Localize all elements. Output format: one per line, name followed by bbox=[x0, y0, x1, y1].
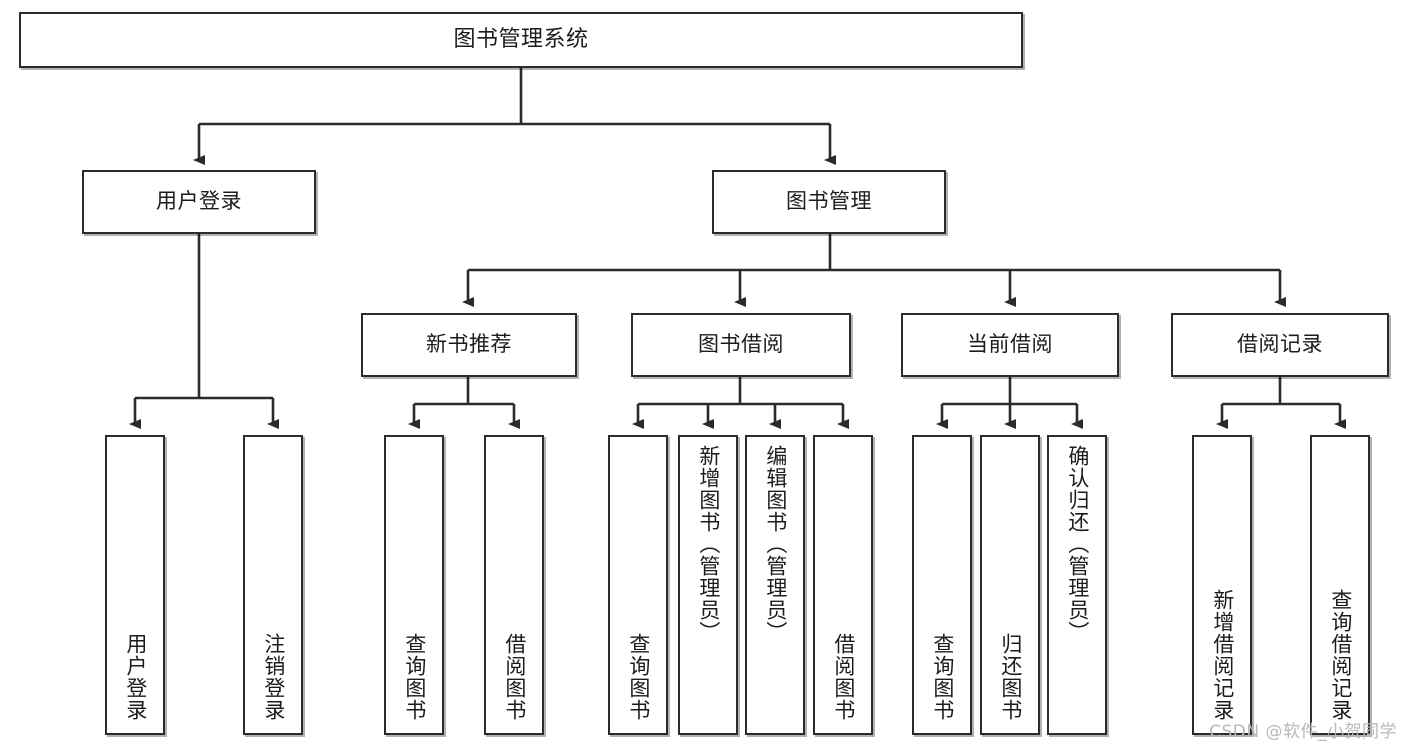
leaf-user-login-label: 用户登录 bbox=[123, 633, 148, 721]
node-user-login-label: 用户登录 bbox=[156, 189, 242, 214]
leaf-bb-add-book-label: 新增图书（管理员） bbox=[696, 445, 721, 643]
leaf-cb-query-book-label: 查询图书 bbox=[930, 633, 955, 721]
leaf-nb-borrow-book-label: 借阅图书 bbox=[502, 633, 527, 721]
node-book-management-label: 图书管理 bbox=[786, 189, 872, 214]
leaf-cb-query-book[interactable]: 查询图书 bbox=[912, 435, 972, 735]
leaf-logout[interactable]: 注销登录 bbox=[243, 435, 303, 735]
node-root[interactable]: 图书管理系统 bbox=[19, 12, 1023, 68]
node-borrow-record-label: 借阅记录 bbox=[1237, 332, 1323, 357]
node-book-management[interactable]: 图书管理 bbox=[712, 170, 946, 234]
node-borrow-record[interactable]: 借阅记录 bbox=[1171, 313, 1389, 377]
leaf-bb-edit-book[interactable]: 编辑图书（管理员） bbox=[745, 435, 805, 735]
leaf-bb-query-book-label: 查询图书 bbox=[626, 633, 651, 721]
leaf-br-add-record-label: 新增借阅记录 bbox=[1210, 589, 1235, 721]
leaf-bb-edit-book-label: 编辑图书（管理员） bbox=[763, 445, 788, 643]
leaf-cb-confirm-return[interactable]: 确认归还（管理员） bbox=[1047, 435, 1107, 735]
leaf-cb-return-book-label: 归还图书 bbox=[998, 633, 1023, 721]
leaf-br-add-record[interactable]: 新增借阅记录 bbox=[1192, 435, 1252, 735]
leaf-nb-query-book-label: 查询图书 bbox=[402, 633, 427, 721]
leaf-user-login[interactable]: 用户登录 bbox=[105, 435, 165, 735]
node-book-borrow[interactable]: 图书借阅 bbox=[631, 313, 851, 377]
node-current-borrow[interactable]: 当前借阅 bbox=[901, 313, 1119, 377]
leaf-bb-borrow-book-label: 借阅图书 bbox=[831, 633, 856, 721]
leaf-cb-confirm-return-label: 确认归还（管理员） bbox=[1065, 445, 1090, 643]
leaf-logout-label: 注销登录 bbox=[261, 633, 286, 721]
leaf-bb-query-book[interactable]: 查询图书 bbox=[608, 435, 668, 735]
node-root-label: 图书管理系统 bbox=[453, 26, 589, 52]
node-new-book-recommend-label: 新书推荐 bbox=[426, 332, 512, 357]
watermark-text: CSDN @软件_小贺同学 bbox=[1209, 722, 1397, 742]
leaf-cb-return-book[interactable]: 归还图书 bbox=[980, 435, 1040, 735]
node-book-borrow-label: 图书借阅 bbox=[698, 332, 784, 357]
leaf-br-query-record[interactable]: 查询借阅记录 bbox=[1310, 435, 1370, 735]
node-current-borrow-label: 当前借阅 bbox=[967, 332, 1053, 357]
node-new-book-recommend[interactable]: 新书推荐 bbox=[361, 313, 577, 377]
leaf-nb-borrow-book[interactable]: 借阅图书 bbox=[484, 435, 544, 735]
leaf-bb-borrow-book[interactable]: 借阅图书 bbox=[813, 435, 873, 735]
node-user-login[interactable]: 用户登录 bbox=[82, 170, 316, 234]
leaf-nb-query-book[interactable]: 查询图书 bbox=[384, 435, 444, 735]
leaf-br-query-record-label: 查询借阅记录 bbox=[1328, 589, 1353, 721]
leaf-bb-add-book[interactable]: 新增图书（管理员） bbox=[678, 435, 738, 735]
